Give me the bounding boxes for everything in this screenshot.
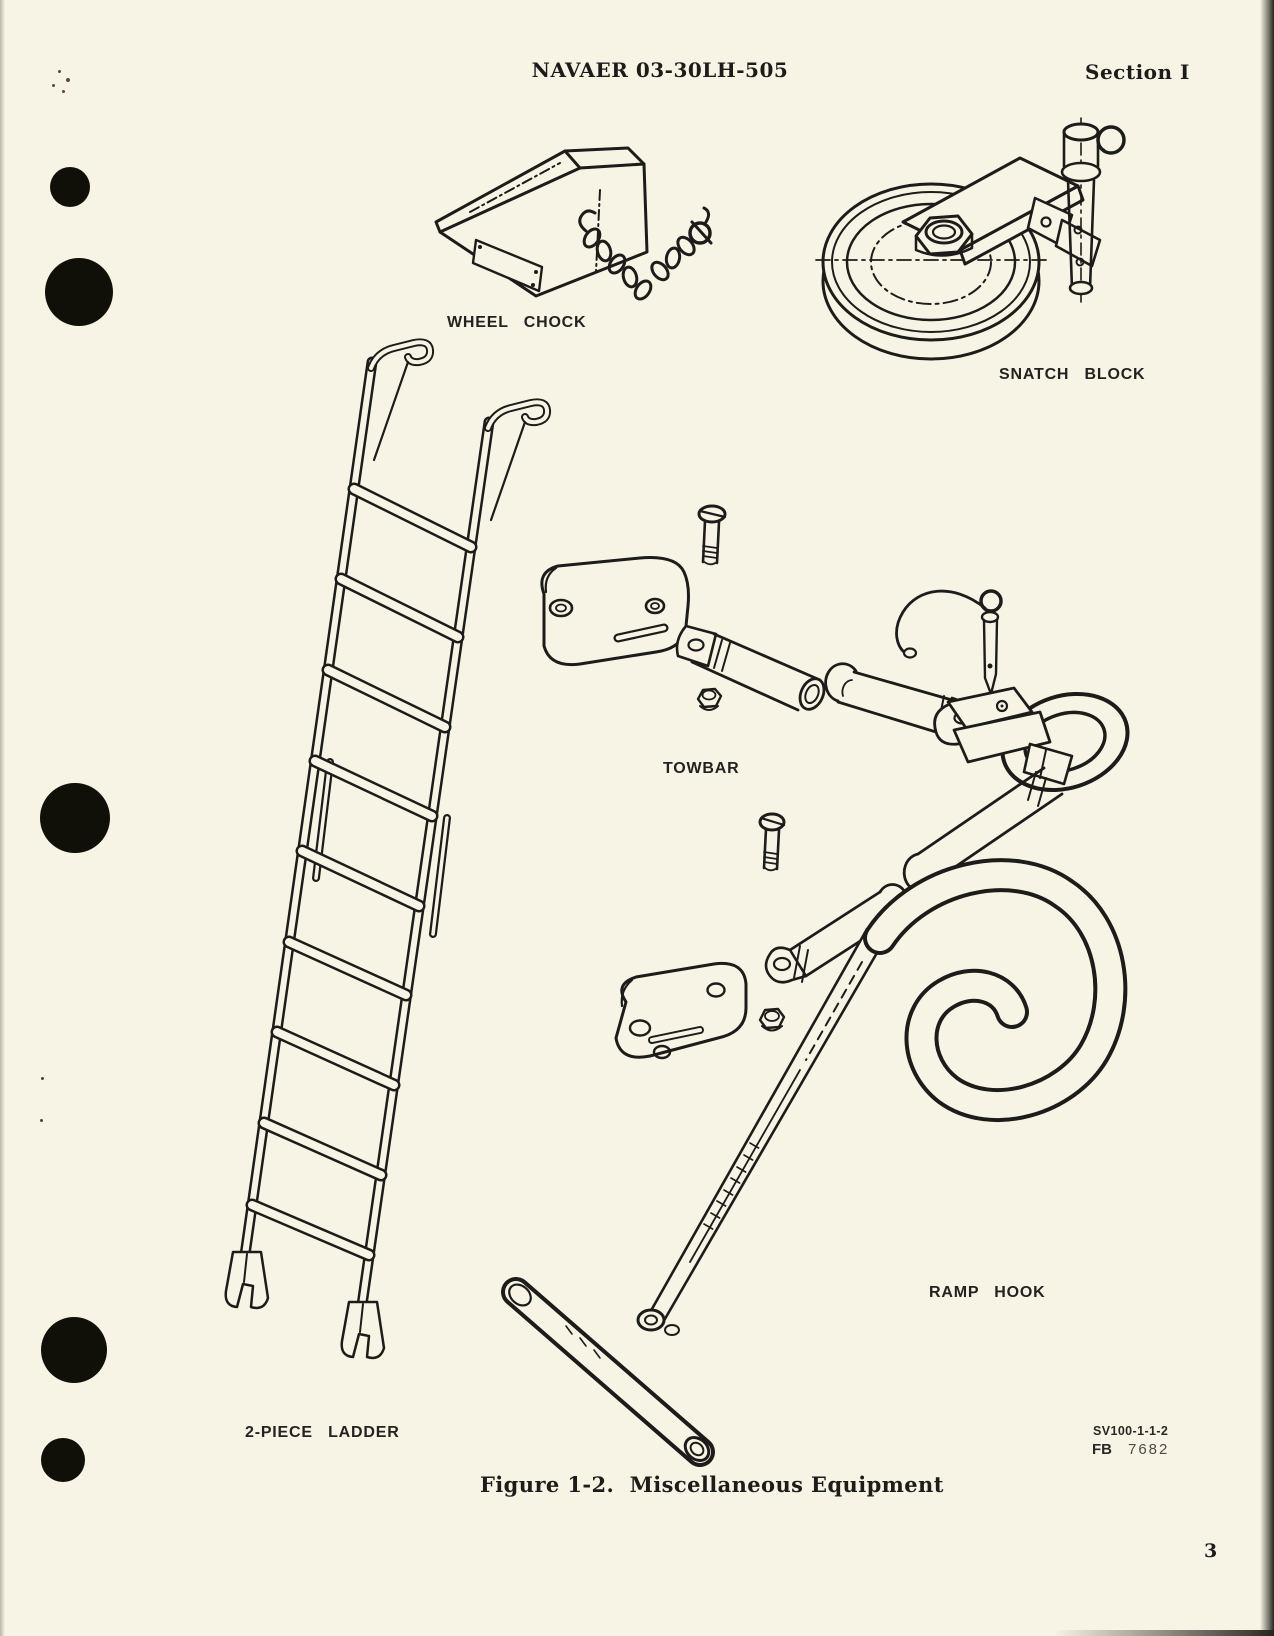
binder-hole-mark <box>41 1317 107 1383</box>
binder-hole-mark <box>50 167 90 207</box>
binder-hole-mark <box>41 1438 85 1482</box>
wheel-chock-label: WHEEL CHOCK <box>447 314 587 331</box>
page-number: 3 <box>1204 1540 1218 1562</box>
ramp-hook-illustration <box>501 858 1128 1467</box>
stamp-prefix: FB <box>1092 1441 1112 1458</box>
page-edge-bottom <box>1054 1630 1274 1636</box>
towbar-label: TOWBAR <box>663 760 740 777</box>
page-edge-left <box>0 0 5 1636</box>
binder-hole-mark <box>40 783 110 853</box>
ramp-hook-label: RAMP HOOK <box>929 1284 1046 1301</box>
stamp-code: FB 7682 <box>1092 1441 1169 1459</box>
header-document-number: NAVAER 03-30LH-505 <box>531 58 789 82</box>
paper-speck <box>40 1119 43 1122</box>
wheel-chock-illustration <box>434 146 713 301</box>
header-section-label: Section I <box>1085 60 1190 84</box>
page-edge-right <box>1260 0 1274 1636</box>
paper-speck <box>66 78 70 82</box>
snatch-block-label: SNATCH BLOCK <box>999 366 1146 383</box>
two-piece-ladder-label: 2-PIECE LADDER <box>245 1424 400 1441</box>
binder-hole-mark <box>45 258 113 326</box>
paper-speck <box>52 84 55 87</box>
two-piece-ladder-illustration <box>224 338 552 1360</box>
paper-speck <box>41 1077 44 1080</box>
stamp-number: 7682 <box>1128 1441 1170 1458</box>
paper-speck <box>62 90 65 93</box>
snatch-block-illustration <box>815 117 1126 361</box>
paper-speck <box>58 70 61 73</box>
figure-caption: Figure 1-2. Miscellaneous Equipment <box>480 1472 944 1497</box>
drawing-number: SV100-1-1-2 <box>1093 1424 1169 1438</box>
